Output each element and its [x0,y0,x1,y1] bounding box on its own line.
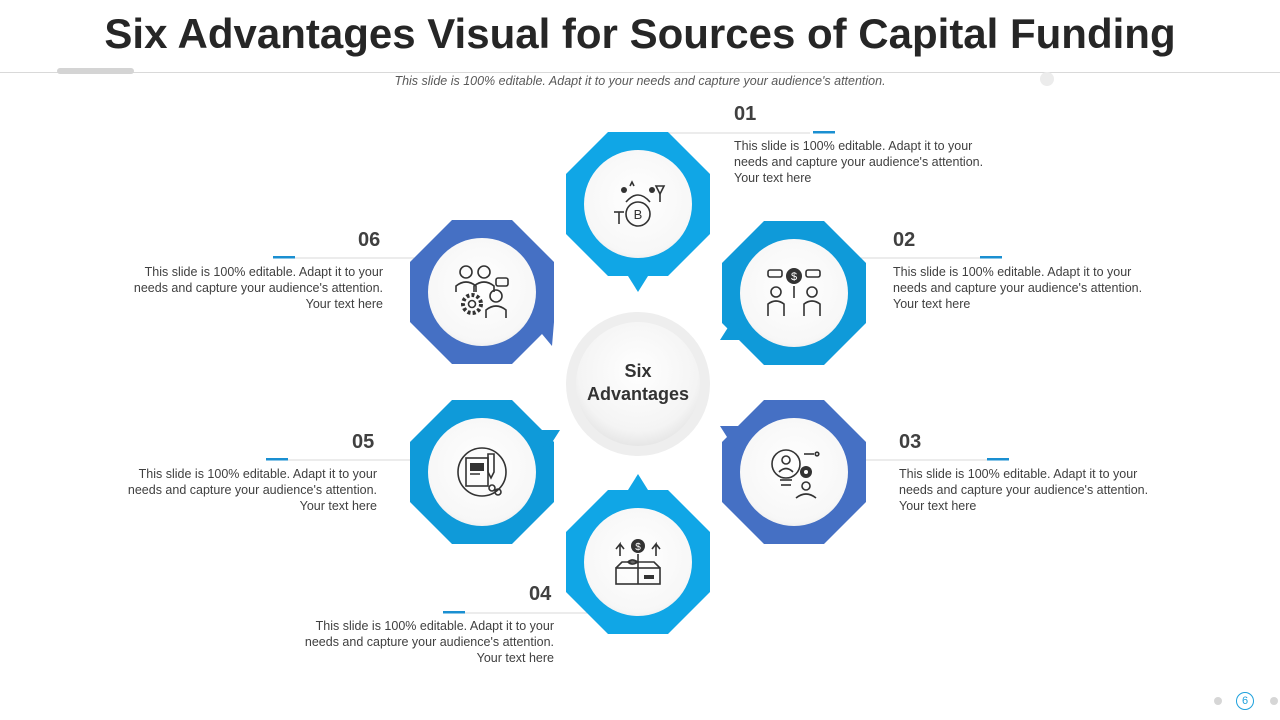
advantage-06-text: This slide is 100% editable. Adapt it to… [133,265,383,311]
advantage-03-text: This slide is 100% editable. Adapt it to… [899,467,1149,513]
page-number: 6 [1236,692,1254,710]
slide-title: Six Advantages Visual for Sources of Cap… [104,10,1176,57]
team-settings-icon [455,265,509,318]
svg-text:$: $ [791,271,797,283]
connector-accents [266,131,1009,614]
advantage-04-number: 04 [529,583,552,605]
advantage-02-number: 02 [893,229,916,251]
advantage-01-text: This slide is 100% editable. Adapt it to… [734,139,984,185]
advantage-02-text: This slide is 100% editable. Adapt it to… [893,265,1143,311]
box-growth-dollar-icon: $ [615,539,661,585]
slide-subtitle: This slide is 100% editable. Adapt it to… [394,74,886,88]
pager-prev-dot[interactable] [1214,697,1222,705]
pager-next-dot[interactable] [1270,697,1278,705]
center-label-line-2: Advantages [586,384,690,404]
advantage-03-octagon [720,400,866,544]
document-plan-icon [457,447,507,497]
advantage-03-number: 03 [899,431,922,453]
advantage-04-text: This slide is 100% editable. Adapt it to… [304,619,554,665]
svg-text:$: $ [635,542,641,553]
advantage-01-number: 01 [734,103,757,125]
svg-text:B: B [634,207,643,222]
advantage-05-text: This slide is 100% editable. Adapt it to… [127,467,377,513]
center-label-line-1: Six [624,361,652,381]
advantage-06-octagon [410,220,554,364]
advantage-06-number: 06 [358,229,381,251]
advantage-05-number: 05 [352,431,375,453]
title-divider-accent [57,68,134,74]
money-bag-bitcoin-icon: B [614,180,666,227]
connector-lines [268,132,1008,614]
decorative-dot [1040,72,1054,86]
advantage-02-octagon [720,221,866,365]
advantage-05-octagon [410,400,560,544]
advantage-01-octagon [566,132,710,292]
title-divider [0,72,1280,73]
idea-person-gear-icon [771,449,820,499]
center-circle [576,322,700,446]
investor-meeting-icon: $ [767,268,821,316]
center-label: Six Advantages [568,360,708,406]
